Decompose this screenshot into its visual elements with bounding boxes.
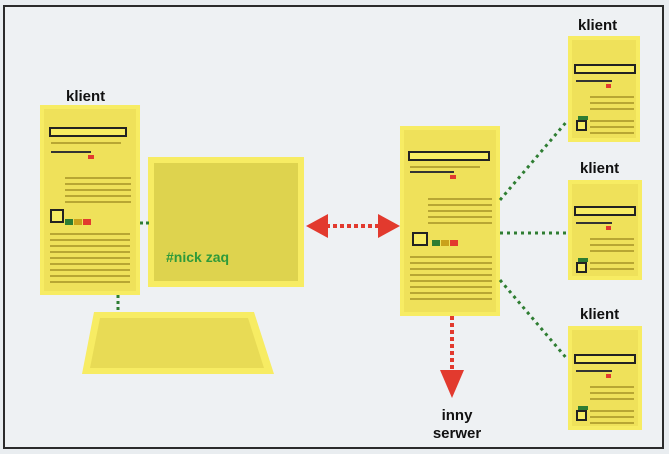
client-document-top-right bbox=[568, 36, 640, 142]
server-avatar-square bbox=[412, 232, 428, 246]
arrowhead-right bbox=[378, 214, 400, 238]
keyboard bbox=[82, 312, 274, 374]
client-label-left: klient bbox=[66, 88, 106, 105]
client-document-middle-right bbox=[568, 180, 642, 280]
monitor-screen bbox=[154, 163, 298, 281]
connection-server-client-top bbox=[498, 119, 570, 201]
server-document bbox=[400, 126, 500, 316]
arrowhead-down bbox=[440, 370, 464, 398]
client-document-left bbox=[40, 105, 140, 295]
other-server-label-line1: inny bbox=[441, 407, 473, 424]
client-avatar-square bbox=[50, 209, 64, 223]
monitor bbox=[148, 157, 304, 287]
connection-server-client-bottom bbox=[498, 279, 570, 361]
arrowhead-left bbox=[306, 214, 328, 238]
client-label-bottom-right: klient bbox=[580, 306, 620, 323]
nick-text: #nick zaq bbox=[166, 249, 230, 265]
client-label-middle-right: klient bbox=[580, 160, 620, 177]
other-server-label-line2: serwer bbox=[432, 425, 482, 442]
client-document-bottom-right bbox=[568, 326, 642, 430]
client-label-top-right: klient bbox=[578, 17, 618, 34]
